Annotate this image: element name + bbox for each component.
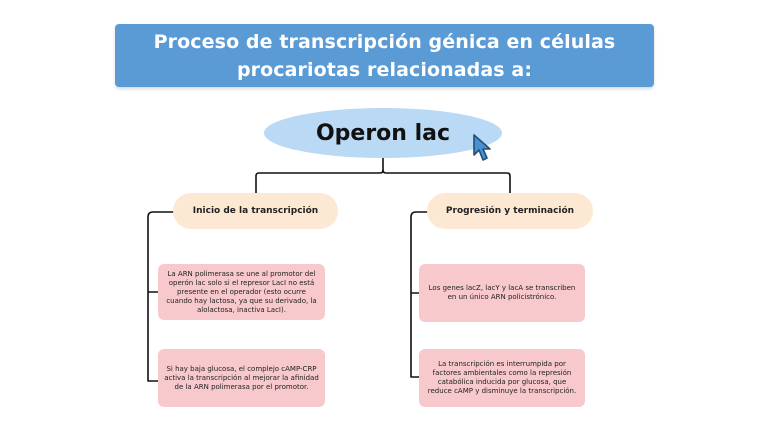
leaf-text: La transcripción es interrumpida por fac…	[427, 360, 577, 395]
branch-progresion-terminacion[interactable]: Progresión y terminación	[427, 193, 593, 229]
root-to-left-connector	[255, 157, 384, 194]
right-branch-to-leaves-connector	[410, 211, 428, 378]
title-banner: Proceso de transcripción génica en célul…	[115, 24, 654, 87]
title-line-1: Proceso de transcripción génica en célul…	[153, 30, 616, 53]
root-label: Operon lac	[315, 120, 451, 146]
leaf-card-progresion-1[interactable]: Los genes lacZ, lacY y lacA se transcrib…	[419, 264, 585, 322]
leaf-card-inicio-1[interactable]: La ARN polimerasa se une al promotor del…	[158, 264, 325, 320]
leaf-text: La ARN polimerasa se une al promotor del…	[166, 269, 317, 314]
leaf-text: Si hay baja glucosa, el complejo cAMP-CR…	[164, 364, 319, 391]
leaf-text: Los genes lacZ, lacY y lacA se transcrib…	[428, 284, 576, 301]
leaf-card-progresion-2[interactable]: La transcripción es interrumpida por fac…	[419, 349, 585, 407]
branch-label: Inicio de la transcripción	[192, 206, 319, 216]
root-node[interactable]: Operon lac	[264, 108, 502, 158]
mouse-pointer-icon	[473, 134, 491, 161]
left-branch-to-leaves-connector	[147, 211, 174, 382]
root-to-right-connector	[382, 169, 511, 194]
branch-label: Progresión y terminación	[445, 206, 575, 216]
leaf-card-inicio-2[interactable]: Si hay baja glucosa, el complejo cAMP-CR…	[158, 349, 325, 407]
title-line-2: procariotas relacionadas a:	[236, 58, 533, 81]
branch-inicio-transcripcion[interactable]: Inicio de la transcripción	[173, 193, 338, 229]
